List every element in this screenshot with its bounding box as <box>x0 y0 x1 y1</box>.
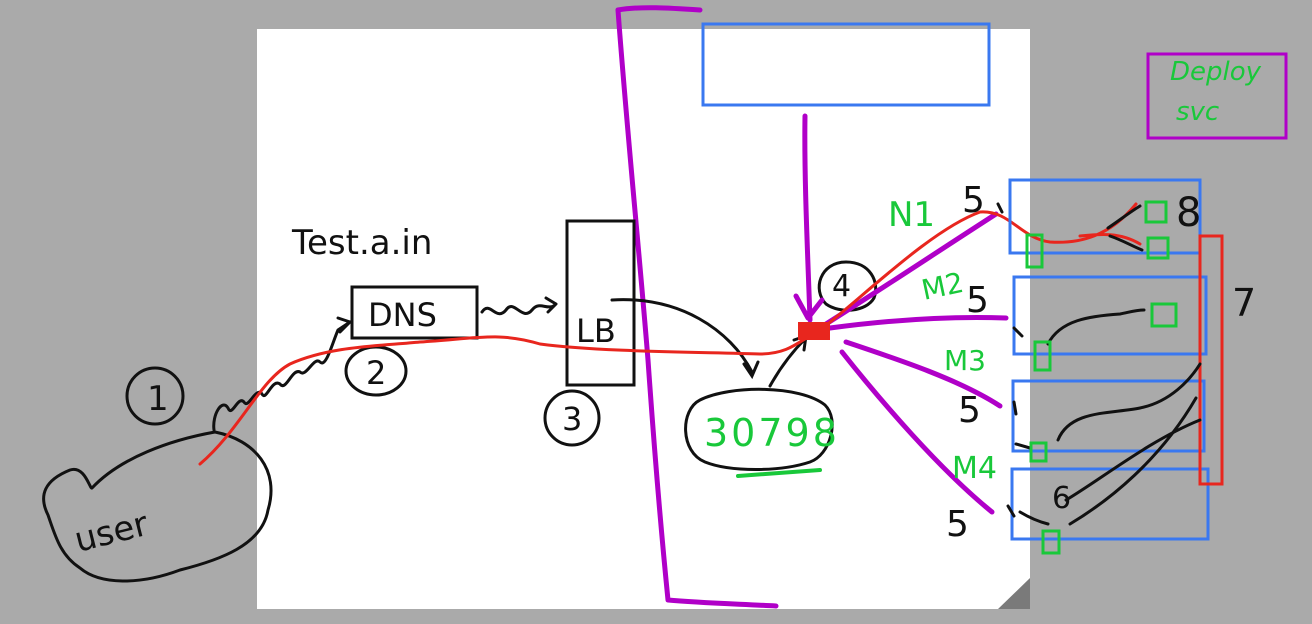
nodeport-n3 <box>1029 441 1048 463</box>
step-8-label: 8 <box>1176 190 1201 236</box>
deploy-svc-box <box>1146 52 1288 140</box>
step-1-circle <box>125 366 185 426</box>
pod-link-n3 <box>1056 362 1202 442</box>
node-port-marker <box>798 322 830 340</box>
pod-link-n1 <box>1106 204 1144 252</box>
user-label: user <box>71 504 153 561</box>
tick-n1 <box>996 202 1004 214</box>
dns-to-lb-squiggle <box>480 296 558 316</box>
node-label-n1: N1 <box>888 195 935 235</box>
pod-link-n4 <box>1068 396 1198 526</box>
fanout-to-n4 <box>839 349 995 515</box>
step-5-n2: 5 <box>966 280 989 321</box>
fanout-to-n3 <box>843 339 1003 409</box>
dns-box <box>350 285 479 340</box>
step-3-circle <box>543 389 601 447</box>
pod-n1-b <box>1146 236 1170 260</box>
ingress-box <box>701 22 991 107</box>
pod-n2 <box>1150 302 1178 328</box>
ingress-to-node-arrow <box>793 113 825 323</box>
tick-n2 <box>1012 326 1024 338</box>
node-box-n2 <box>1012 275 1208 356</box>
node-box-n3 <box>1011 379 1206 453</box>
step-5-n1: 5 <box>962 180 985 221</box>
tick-n3 <box>1012 400 1018 416</box>
pod-link-n2 <box>1046 308 1146 346</box>
fanout-to-n2 <box>827 315 1009 331</box>
step-5-n4: 5 <box>946 504 969 545</box>
dns-lookup-squiggle <box>212 316 352 432</box>
nodeport-n4 <box>1041 529 1061 555</box>
node-label-n3: M3 <box>944 344 986 377</box>
port-label: 30798 <box>704 411 840 455</box>
port-blob <box>684 387 834 471</box>
step-6-label: 6 <box>1052 481 1071 516</box>
user-blob <box>42 430 273 583</box>
step-4-label: 4 <box>832 269 851 304</box>
pod-n1-a <box>1144 200 1168 224</box>
tick-n3b <box>1014 442 1032 450</box>
sheet-page-curl <box>998 578 1030 609</box>
step-5-n3: 5 <box>958 390 981 431</box>
lb-label: LB <box>576 312 616 350</box>
service-box <box>1198 234 1224 486</box>
node-box-n4 <box>1010 467 1210 541</box>
port-underline <box>736 468 822 478</box>
deploy-label: Deploy <box>1170 57 1262 87</box>
step-2-label: 2 <box>366 354 386 392</box>
step-7-label: 7 <box>1232 281 1256 325</box>
node-label-n4: M4 <box>952 451 997 486</box>
nodeport-n1 <box>1025 233 1044 269</box>
network-boundary-line <box>615 5 779 609</box>
dns-label: DNS <box>368 296 437 334</box>
pod-link-n4b <box>1064 418 1202 502</box>
step-1-label: 1 <box>147 379 169 419</box>
step-6-connector <box>1018 510 1050 526</box>
tick-n4 <box>1006 504 1016 518</box>
node-box-n1 <box>1008 178 1202 255</box>
fanout-to-n1 <box>823 211 999 327</box>
lb-box <box>565 219 636 387</box>
test-domain-label: Test.a.in <box>291 223 432 263</box>
lb-to-port-arrow <box>610 298 760 380</box>
nodeport-n2 <box>1033 340 1052 372</box>
svc-label: svc <box>1176 97 1219 127</box>
step-3-label: 3 <box>562 400 582 438</box>
